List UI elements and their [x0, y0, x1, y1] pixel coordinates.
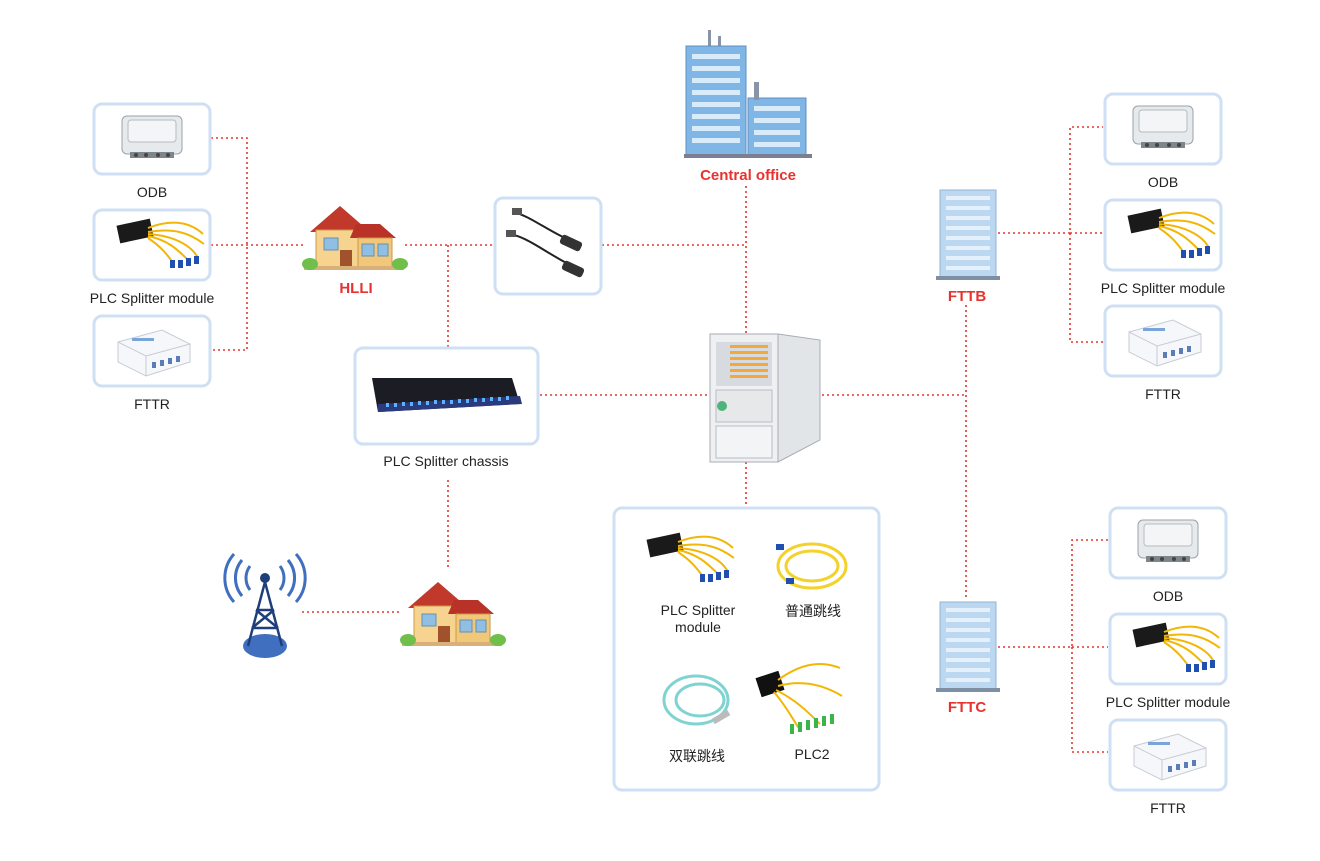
- fttb-label: FTTB: [948, 288, 986, 305]
- left-odb-card[interactable]: [92, 102, 212, 176]
- right2-plc-label: PLC Splitter module: [1106, 694, 1231, 710]
- panel-duplex-label: 双联跳线: [669, 748, 725, 764]
- panel-plc2-label: PLC2: [794, 746, 829, 762]
- cell-tower-icon: [223, 553, 307, 658]
- right2-fttr-label: FTTR: [1150, 800, 1186, 816]
- plc2-icon: [755, 663, 843, 734]
- hlli-house-icon: [301, 205, 409, 271]
- right1-plc-card[interactable]: [1103, 198, 1223, 272]
- fiber-connector-card[interactable]: [493, 196, 603, 296]
- left-plc-card[interactable]: [92, 208, 212, 282]
- odb-icon: [1137, 519, 1199, 563]
- right2-odb-card[interactable]: [1108, 506, 1228, 580]
- odb-icon: [121, 115, 183, 159]
- plc-chassis-card[interactable]: [353, 346, 540, 446]
- fttc-label: FTTC: [948, 699, 986, 716]
- panel-patch-label: 普通跳线: [785, 603, 841, 619]
- left-odb-label: ODB: [137, 184, 167, 200]
- panel-plc-label-line2: module: [675, 619, 721, 635]
- left-fttr-label: FTTR: [134, 396, 170, 412]
- left-plc-label: PLC Splitter module: [90, 290, 215, 306]
- plc-chassis-label: PLC Splitter chassis: [383, 453, 508, 469]
- rack-chassis-icon: [372, 378, 522, 412]
- central-office-building-icon: [684, 30, 812, 158]
- right2-fttr-card[interactable]: [1108, 718, 1228, 792]
- fttb-building-icon: [935, 189, 1001, 281]
- panel-plc-label-line1: PLC Splitter: [661, 602, 736, 618]
- patch-cord-icon: [776, 542, 848, 590]
- home-house-icon: [399, 581, 507, 647]
- right1-fttr-card[interactable]: [1103, 304, 1223, 378]
- left-fttr-card[interactable]: [92, 314, 212, 388]
- fiber-cabinet-icon: [709, 333, 821, 463]
- connector-lines: [211, 126, 1108, 753]
- right2-odb-label: ODB: [1153, 588, 1183, 604]
- odb-icon: [1132, 105, 1194, 149]
- central-office-label: Central office: [700, 167, 796, 184]
- right1-odb-label: ODB: [1148, 174, 1178, 190]
- fiber-connector-icon: [506, 208, 585, 278]
- right1-odb-card[interactable]: [1103, 92, 1223, 166]
- products-panel: PLC Splitter module 普通跳线 双联跳线 PLC2: [612, 506, 881, 792]
- duplex-patch-cord-icon: [662, 674, 731, 726]
- right1-fttr-label: FTTR: [1145, 386, 1181, 402]
- right1-plc-label: PLC Splitter module: [1101, 280, 1226, 296]
- right2-plc-card[interactable]: [1108, 612, 1228, 686]
- fttc-building-icon: [935, 601, 1001, 693]
- hlli-label: HLLI: [339, 280, 372, 297]
